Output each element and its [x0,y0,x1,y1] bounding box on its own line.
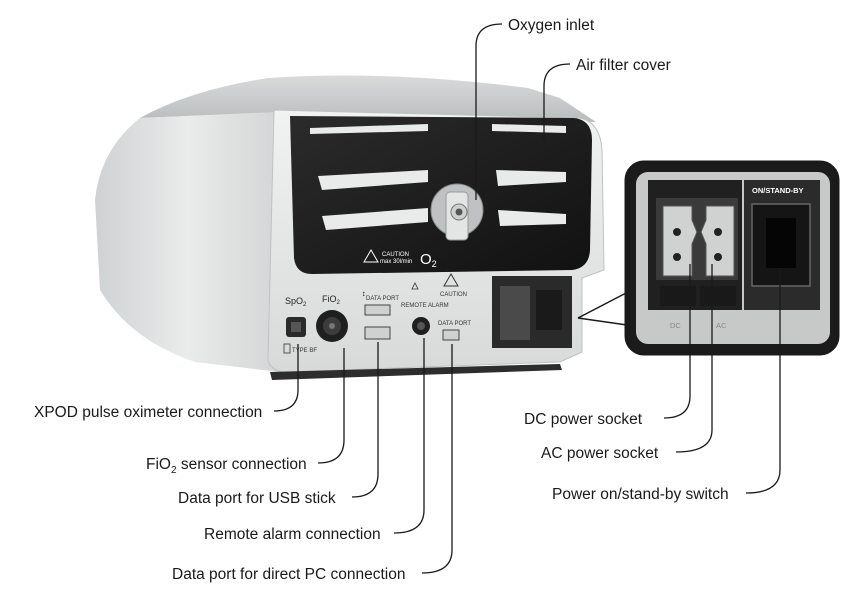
label-air-filter-cover: Air filter cover [576,57,671,74]
label-dc-socket: DC power socket [524,411,643,428]
fio2-label: FiO [322,294,337,304]
o2-sub: 2 [432,259,437,269]
data-port-label: DATA PORT [366,296,399,302]
spo2-sub: 2 [303,302,307,308]
label-fio2-sensor: FiO2 sensor connection [146,456,307,476]
max-flow-text: max 30l/min [380,259,412,265]
label-ac-socket: AC power socket [541,445,659,462]
connector-strip: SpO2 FiO2 ⭥ DATA PORT REMOTE ALARM CAUTI… [283,273,572,354]
label-xpod: XPOD pulse oximeter connection [34,404,262,421]
label-oxygen-inlet: Oxygen inlet [508,17,595,34]
spo2-label: SpO [285,296,303,306]
device-body: CAUTION max 30l/min O2 SpO2 FiO2 ⭥ DATA … [95,75,605,380]
callouts: Oxygen inlet Air filter cover XPOD pulse… [34,17,729,583]
remote-alarm-label: REMOTE ALARM [401,303,449,309]
o2-text: O [420,251,432,268]
leader-air-filter [543,63,571,140]
fio2-sub: 2 [337,300,341,306]
top-cover [140,75,596,122]
on-standby-label: ON/STAND-BY [752,186,804,195]
caution-text: CAUTION [382,252,409,258]
leader-dc [663,264,691,419]
leader-pc [421,344,453,574]
svg-text:FiO2: FiO2 [322,294,341,306]
data-port-2-label: DATA PORT [438,321,471,327]
type-bf-label: TYPE BF [292,348,317,354]
dc-label: DC [670,321,681,330]
label-remote-alarm: Remote alarm connection [204,526,381,543]
zoom-inset: ON/STAND-BY DC AC [577,160,840,356]
label-pc-port: Data port for direct PC connection [172,566,405,583]
ac-label: AC [716,321,727,330]
base-strip [270,364,562,380]
leader-remote [393,338,425,534]
usb-symbol: ⭥ [362,291,365,298]
vent-slots [310,124,566,230]
caution-small-label: CAUTION [440,292,467,298]
leader-power [745,268,781,494]
svg-text:SpO2: SpO2 [285,296,307,308]
svg-text:O2: O2 [420,251,437,269]
label-power-switch: Power on/stand-by switch [552,486,729,503]
side-housing [95,112,280,372]
leader-lines [273,23,781,574]
usb-port-2 [364,326,391,340]
oxygen-inlet-fitting [430,183,484,241]
leader-ac [675,264,713,453]
leader-fio2 [317,348,345,464]
pc-port [442,329,460,341]
usb-port-1 [364,304,391,316]
leader-usb [351,342,379,498]
caution-label: CAUTION max 30l/min O2 [363,249,437,269]
leader-xpod [273,344,299,412]
label-usb-stick: Data port for USB stick [178,490,336,507]
leader-oxygen [475,23,503,200]
